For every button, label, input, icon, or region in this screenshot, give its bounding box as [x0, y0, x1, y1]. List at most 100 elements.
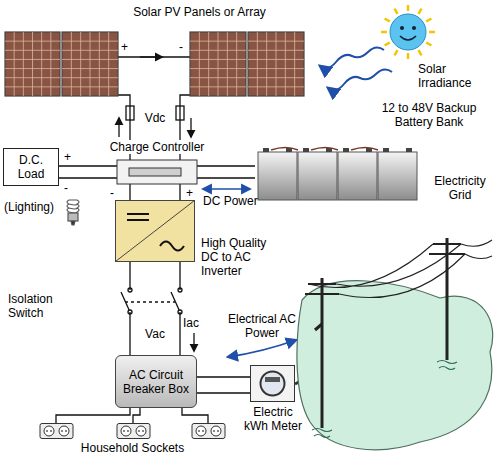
panel-grid [248, 86, 304, 87]
socket-pins [62, 430, 66, 432]
pv-array-label: Solar PV Panels or Array [92, 5, 307, 19]
socket-outlet [136, 426, 146, 436]
panel-grid [218, 32, 219, 96]
panel-grid [62, 68, 118, 69]
panel-grid [294, 32, 295, 96]
charge-controller: Charge Controller [117, 140, 197, 184]
process-box: D.C. Load [3, 148, 59, 186]
terminal-sign: + [121, 40, 128, 54]
socket-group-label: Household Sockets [35, 441, 230, 455]
controller-box [117, 160, 197, 184]
panel-grid [5, 41, 60, 42]
dc-symbol [127, 214, 149, 220]
current-arrow [118, 118, 119, 137]
utility-pole [321, 278, 324, 428]
socket-pins [124, 430, 128, 432]
note-label: Solar Irradiance [418, 62, 488, 90]
battery-terminal [303, 148, 309, 152]
sun-ray [395, 50, 398, 55]
power-arrow [203, 188, 250, 190]
bulb-glass [67, 200, 79, 213]
panel-grid [90, 32, 91, 96]
pv-panel [62, 32, 118, 96]
panel-grid [199, 32, 200, 96]
note-label: (Lighting) [4, 200, 54, 214]
kwh-meter-shape [250, 365, 295, 402]
wire-connector [59, 166, 117, 178]
pv-panel [5, 32, 60, 96]
voltage-label: Vac [143, 327, 167, 341]
panel-grid [108, 32, 109, 96]
meter-counter [265, 377, 280, 382]
panel-grid [50, 32, 51, 96]
sun-disc [390, 14, 426, 50]
panel-grid [190, 86, 246, 87]
pole-crossbar [305, 284, 339, 294]
isolation-switch [121, 288, 182, 314]
panel-grid [257, 32, 258, 96]
ac-symbol [160, 242, 184, 251]
panel-grid [5, 50, 60, 51]
electricity-grid: Electricity Grid [315, 170, 494, 455]
socket-outlet [211, 426, 221, 436]
wire-connector [197, 377, 250, 393]
battery-terminal [406, 148, 412, 152]
wire-connector [197, 166, 255, 178]
meter-dial [261, 372, 285, 396]
kwh-meter: Electric kWh Meter [250, 365, 295, 402]
panel-grid [190, 59, 246, 60]
socket-pins [47, 430, 51, 432]
sun-ray [429, 31, 435, 34]
terminal-sign: - [179, 40, 183, 54]
current-arrow [190, 118, 191, 137]
inverter-box-shape [116, 201, 195, 262]
wire-connector [130, 103, 180, 140]
battery-terminal [383, 148, 389, 152]
battery-terminal [263, 148, 269, 152]
pv-array: Solar PV Panels or Array [3, 3, 308, 103]
current-arrow [193, 333, 194, 351]
socket-group: Household Sockets [35, 423, 230, 455]
panel-grid [5, 86, 60, 87]
irradiance-arrows [320, 47, 392, 90]
panel-grid [248, 68, 304, 69]
terminal-sign: - [110, 186, 114, 200]
battery-link [271, 148, 378, 151]
wire [180, 95, 190, 103]
terminal-sign: - [64, 181, 68, 195]
panel-grid [190, 77, 246, 78]
inverter-box-label: High Quality DC to AC Inverter [201, 236, 279, 278]
sun-ray [419, 9, 422, 14]
power-arrow [228, 340, 296, 357]
panel-grid [227, 32, 228, 96]
panel-grid [236, 32, 237, 96]
bulb-base [68, 213, 78, 221]
kwh-meter-shape [251, 366, 295, 402]
panel-grid [266, 32, 267, 96]
panel-grid [190, 50, 246, 51]
power-line [461, 240, 492, 259]
battery-bank-label: 12 to 48V Backup Battery Bank [370, 101, 488, 129]
pv-panel [190, 32, 246, 96]
flow-label: Electrical AC Power [226, 312, 298, 340]
panel-grid [5, 59, 60, 60]
process-box-label: D.C. Load [8, 153, 54, 181]
sun-ray [426, 43, 431, 46]
sun-ray [419, 50, 422, 55]
panel-grid [62, 59, 118, 60]
service-cable [315, 324, 322, 330]
panel-grid [23, 32, 24, 96]
bulb-base [71, 221, 75, 225]
sun-ray [407, 53, 410, 59]
panel-grid [248, 77, 304, 78]
battery-cell [298, 152, 337, 200]
electricity-grid-label: Electricity Grid [428, 174, 492, 202]
panel-grid [248, 41, 304, 42]
panel-grid [190, 41, 246, 42]
battery-cell [378, 152, 417, 200]
sun-ray [395, 9, 398, 14]
panel-grid [41, 32, 42, 96]
panel-grid [5, 77, 60, 78]
panel-grid [80, 32, 81, 96]
signal-name: Iac [183, 316, 199, 330]
